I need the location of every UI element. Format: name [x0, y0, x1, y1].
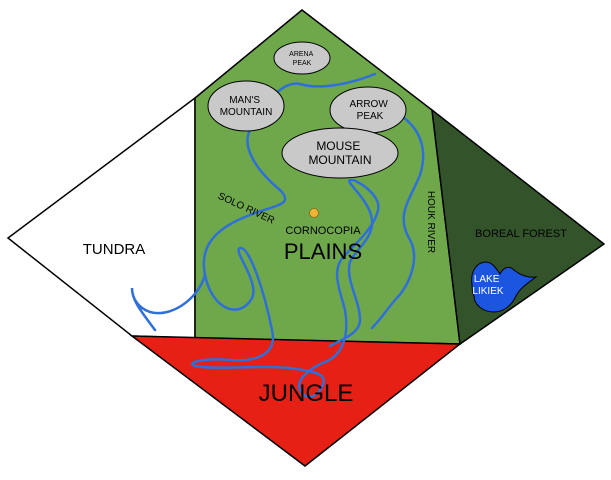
lake-likiek-label-line2: LIKIEK [472, 286, 503, 297]
mouse-mountain-label-line2: MOUNTAIN [308, 153, 371, 167]
cornucopia-label: CORNOCOPIA [285, 225, 361, 237]
lake-likiek-label-line1: LAKE [474, 274, 500, 285]
mans-mountain-label-line1: MAN'S [229, 95, 260, 106]
arrow-peak-label-line2: PEAK [357, 111, 384, 122]
mountain-mouse-mountain [281, 127, 399, 179]
solo-river-west-branch [130, 273, 207, 332]
arena-peak-label-line2: PEAK [293, 60, 312, 67]
plains-label: PLAINS [284, 239, 362, 264]
tundra-region [6, 96, 196, 339]
solo-river [191, 72, 380, 398]
arrow-peak-label-line1: ARROW [349, 99, 388, 110]
mouse-mountain-label-line1: MOUSE [316, 139, 360, 153]
cornucopia-marker [309, 208, 319, 218]
tundra-label: TUNDRA [83, 241, 146, 258]
mouse-mountain-label: MOUSE MOUNTAIN [308, 139, 371, 167]
lake-likiek [471, 261, 538, 313]
arena-peak-label-line1: ARENA [289, 51, 313, 58]
mans-mountain-label: MAN'S MOUNTAIN [220, 95, 273, 118]
mountain-arena-peak [273, 41, 331, 75]
mans-mountain-label-line2: MOUNTAIN [220, 107, 273, 118]
jungle-label: JUNGLE [259, 380, 354, 407]
houk-river-label: HOUK RIVER [425, 191, 436, 253]
arrow-peak-label: ARROW PEAK [349, 99, 390, 122]
mountain-mans-mountain [207, 80, 285, 132]
arena-peak-label: ARENA PEAK [289, 51, 315, 67]
lake-likiek-label: LAKE LIKIEK [472, 274, 503, 297]
boreal-forest-label: BOREAL FOREST [475, 228, 567, 240]
mountain-arrow-peak [329, 86, 407, 134]
houk-river [370, 116, 425, 330]
boreal-forest-region [431, 108, 606, 346]
